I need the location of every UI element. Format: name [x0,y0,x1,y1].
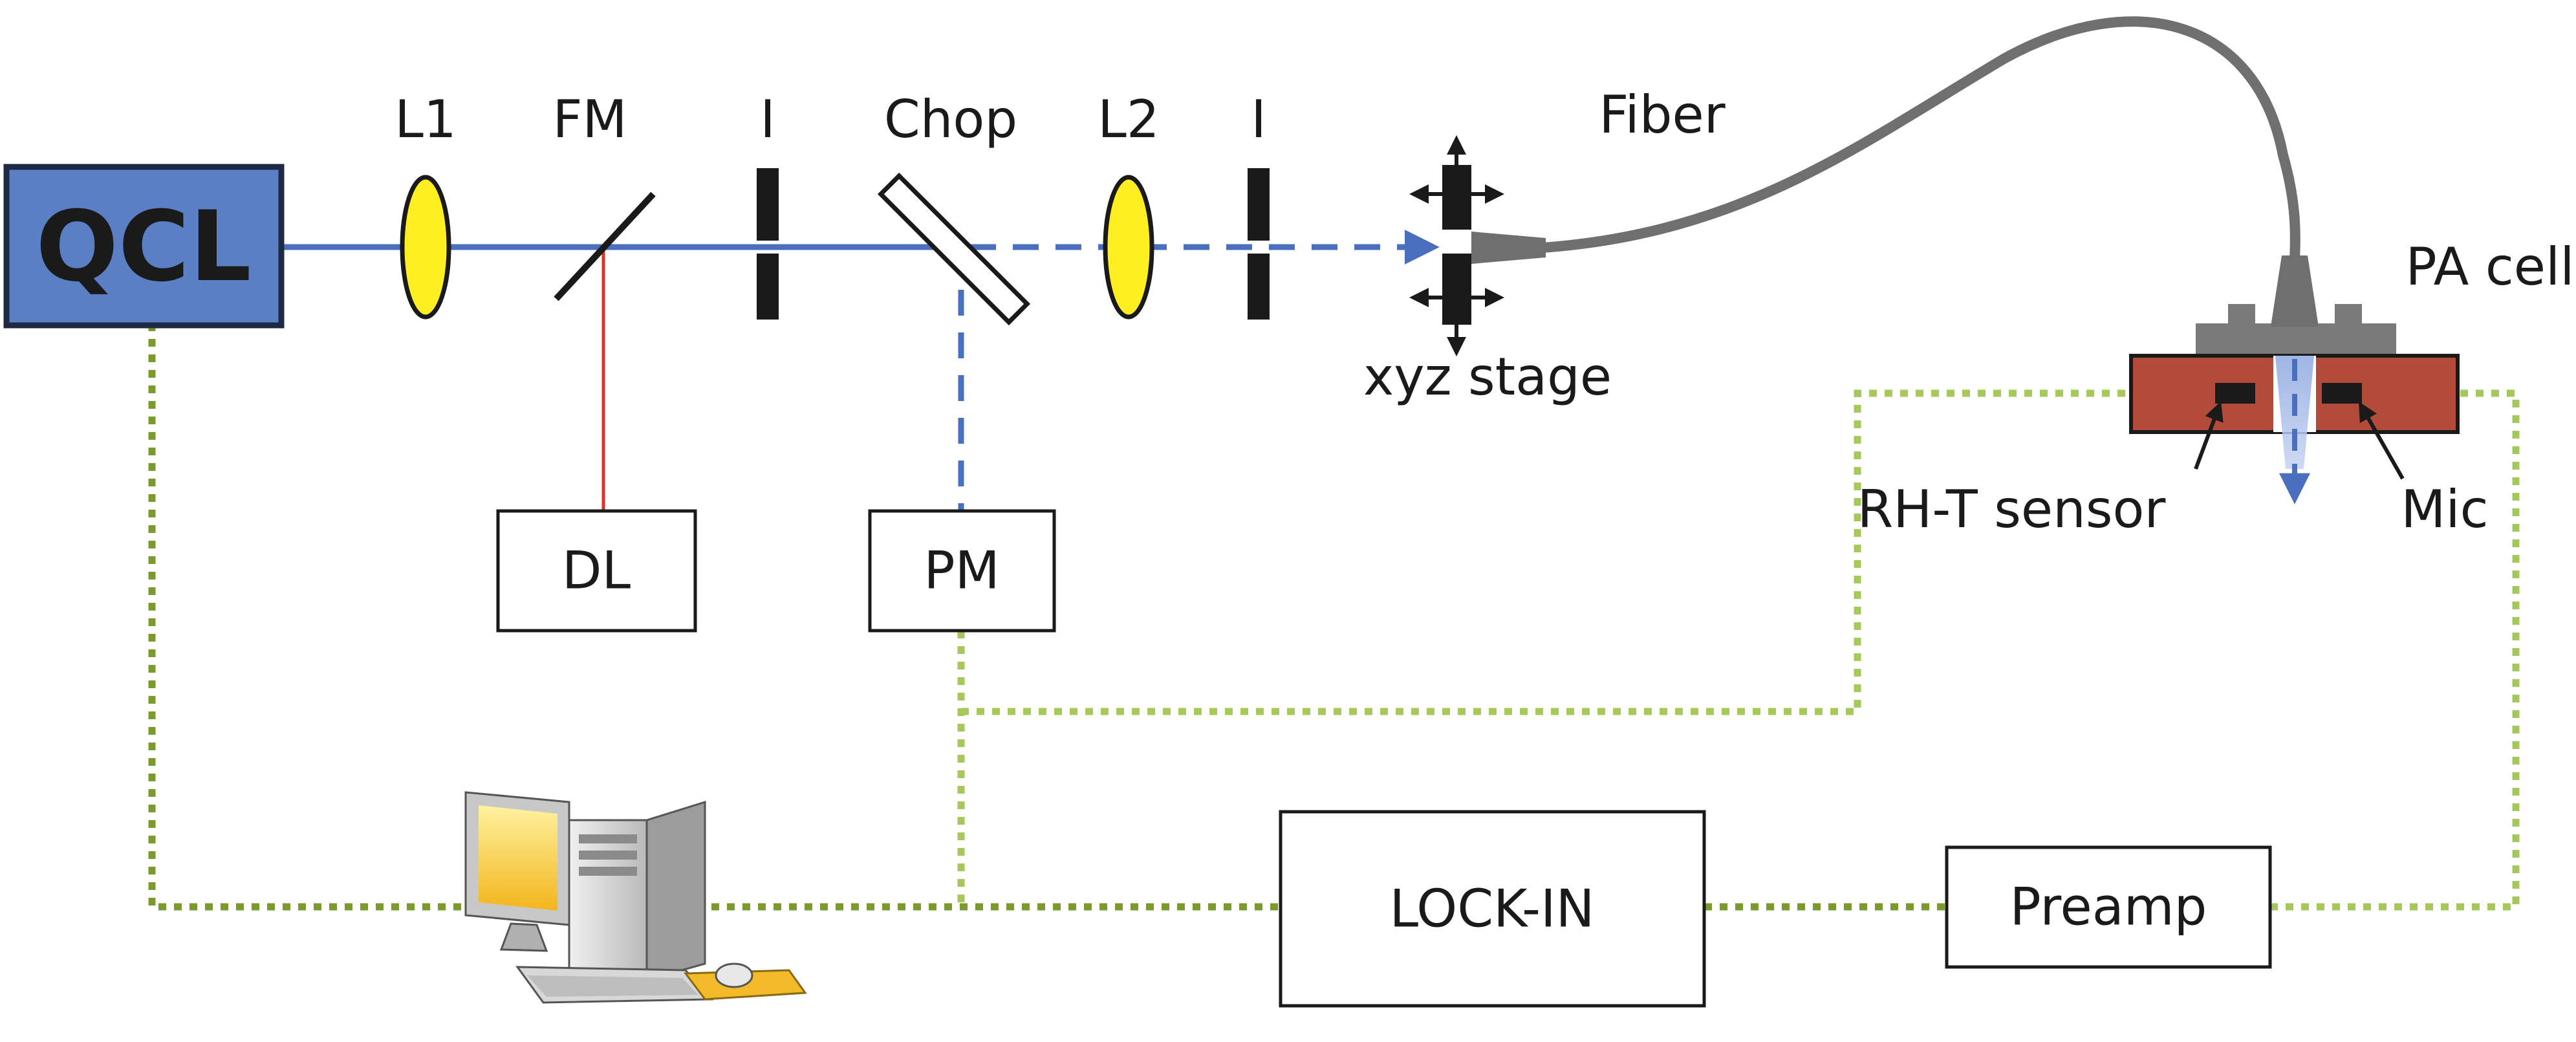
diode-laser-box [496,509,697,633]
xyz-stage: xyz stage [1363,135,1612,407]
lens-l2-shape [1103,175,1154,320]
lens-l2-label: L2 [1098,89,1159,149]
lens-l1-label: L1 [395,89,456,149]
beam-paths [281,230,1440,512]
mic-element [2322,383,2362,404]
diode-laser-label: DL [562,541,631,601]
rht-sensor-element [2215,383,2255,404]
rht-sensor-pointer [2194,401,2224,470]
preamplifier: Preamp [1945,845,2272,969]
desktop-computer-icon [464,791,807,1004]
xyz-stage-label: xyz stage [1363,347,1612,407]
lens-l1-shape [400,175,451,320]
optical-fiber: Fiber [1537,16,2300,264]
iris-1-label: I [760,89,775,149]
iris-2-upper [1248,168,1270,241]
computer-mouse [715,962,753,988]
wire-preamp-to-mic [2270,389,2520,911]
iris-1-upper [757,168,779,241]
lens-l1: L1 [395,89,457,320]
diode-laser: DL [496,509,697,633]
lock-in-label: LOCK-IN [1390,879,1595,939]
sensor-callouts: RH-T sensor Mic [1857,401,2489,539]
lens-l2: L2 [1098,89,1160,320]
preamp-label: Preamp [2010,877,2207,937]
qcl-source: QCL [3,164,285,329]
fiber-coupler [1471,232,1546,264]
signal-wiring [148,323,2520,911]
lock-in-box [1279,810,1706,1008]
wire-pm-to-rht-sensor [961,389,2128,715]
mic-label: Mic [2401,479,2488,539]
fiber-cable [1537,16,2300,264]
flip-mirror: FM [552,89,656,301]
four-way-arrows-icon [1409,135,1504,356]
power-meter-box [868,509,1056,633]
iris-1: I [757,89,779,320]
pa-cell-mount-tab-right [2335,304,2362,327]
computer-monitor-stand [499,922,548,952]
pa-cell-label: PA cell [2406,237,2575,297]
lock-in-amplifier: LOCK-IN [1279,810,1706,1008]
qcl-label: QCL [36,191,251,303]
computer-screen [479,805,557,911]
chopper-label: Chop [884,89,1017,149]
iris-2-lower [1248,254,1270,320]
chopper-shape [877,172,1031,326]
preamp-box [1945,845,2272,969]
qcl-box [3,164,285,329]
power-meter: PM [868,509,1056,633]
pa-cell: PA cell [2129,237,2575,505]
power-meter-label: PM [924,541,999,601]
mic-pointer [2359,401,2405,480]
pa-cell-mount-tab-left [2228,304,2255,327]
iris-2: I [1248,89,1270,320]
pa-cell-mount-plate [2196,323,2396,356]
flip-mirror-shape [554,191,656,301]
computer-tower [645,800,706,981]
wire-qcl-to-computer [148,323,479,911]
flip-mirror-label: FM [552,89,627,149]
iris-2-label: I [1251,89,1266,149]
computer-tower-front [568,819,648,983]
iris-1-lower [757,254,779,320]
fiber-ferrule [2271,255,2319,327]
fiber-label: Fiber [1599,85,1725,145]
chopper: Chop [877,89,1031,326]
rht-sensor-label: RH-T sensor [1857,479,2166,539]
